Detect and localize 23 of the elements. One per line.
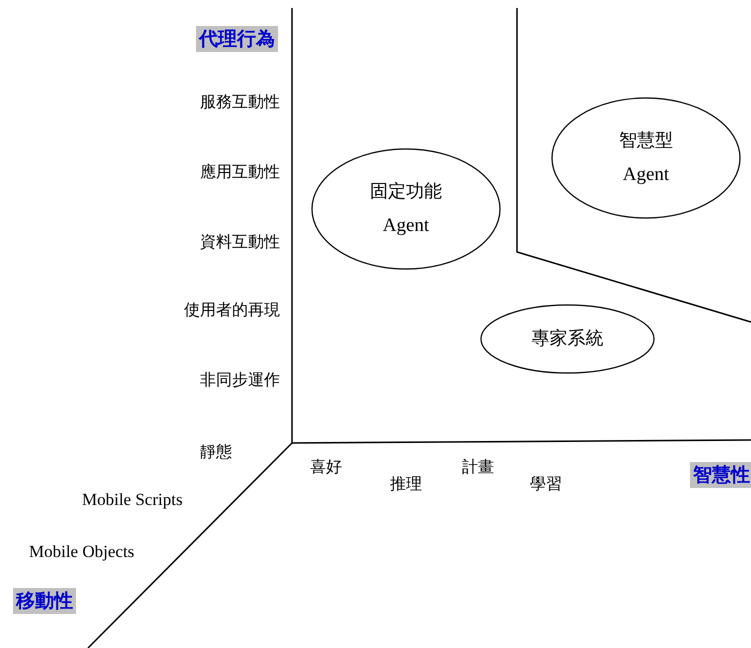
axis-title: 移動性 — [13, 588, 76, 614]
node-subtitle: Agent — [622, 163, 670, 187]
axis-title: 智慧性 — [690, 462, 751, 488]
axis-tick-label: Mobile Scripts — [82, 490, 183, 510]
axis-tick-label: 資料互動性 — [200, 232, 280, 252]
axis-title: 代理行為 — [196, 26, 278, 52]
node-title: 固定功能 — [370, 180, 442, 204]
axis-tick-label: 服務互動性 — [200, 92, 280, 112]
axis-tick-label: 學習 — [530, 474, 562, 494]
axis-tick-label: 計畫 — [462, 457, 494, 477]
node-title: 專家系統 — [532, 327, 604, 351]
axis-tick-label: 應用互動性 — [200, 162, 280, 182]
ellipse-node — [551, 97, 741, 219]
axis-tick-label: 靜態 — [200, 442, 232, 462]
axis-tick-label: 推理 — [390, 474, 422, 494]
ellipse-node — [311, 148, 501, 270]
axis-tick-label: 非同步運作 — [200, 370, 280, 390]
axis-tick-label: 使用者的再現 — [184, 300, 280, 320]
node-subtitle: Agent — [382, 214, 430, 238]
axis-tick-label: Mobile Objects — [29, 542, 134, 562]
ellipse-node — [480, 304, 655, 374]
axis-tick-label: 喜好 — [310, 457, 342, 477]
node-title: 智慧型 — [619, 129, 673, 153]
